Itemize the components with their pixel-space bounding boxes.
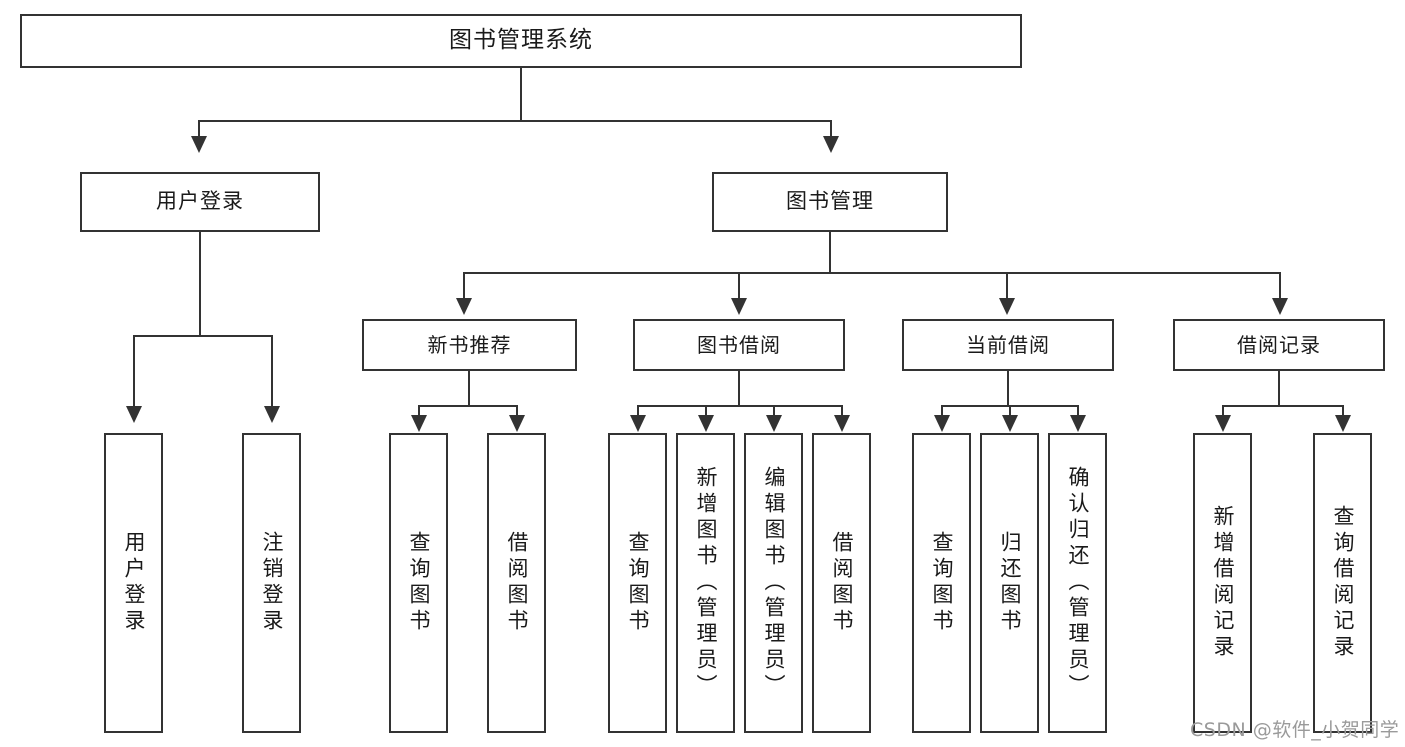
leaf-bb-edit-book-admin[interactable]: 编辑图书（管理员） xyxy=(744,433,803,733)
connector-drop-bb-2 xyxy=(705,405,707,417)
connector-br-stem xyxy=(1278,371,1280,405)
node-new-book-recommend[interactable]: 新书推荐 xyxy=(362,319,577,371)
node-label: 注销登录 xyxy=(260,531,284,635)
connector-drop-cb-3 xyxy=(1077,405,1079,417)
leaf-cb-query-book[interactable]: 查询图书 xyxy=(912,433,971,733)
connector-level3-bus xyxy=(463,272,1281,274)
connector-nbr-stem xyxy=(468,371,470,405)
arrowhead-bb-4 xyxy=(834,415,850,432)
connector-cb-stem xyxy=(1007,371,1009,405)
node-label: 当前借阅 xyxy=(966,333,1050,357)
node-borrow-record[interactable]: 借阅记录 xyxy=(1173,319,1385,371)
node-current-borrow[interactable]: 当前借阅 xyxy=(902,319,1114,371)
connector-drop-bb-1 xyxy=(637,405,639,417)
arrowhead-ul-1 xyxy=(126,406,142,423)
connector-drop-l3-2 xyxy=(738,272,740,300)
node-book-borrow[interactable]: 图书借阅 xyxy=(633,319,845,371)
arrowhead-l3-3 xyxy=(999,298,1015,315)
arrowhead-bb-3 xyxy=(766,415,782,432)
connector-drop-bb-3 xyxy=(773,405,775,417)
arrowhead-book-manage xyxy=(823,136,839,153)
connector-level2-bus xyxy=(198,120,832,122)
node-label: 查询借阅记录 xyxy=(1331,505,1355,661)
leaf-cb-confirm-return-admin[interactable]: 确认归还（管理员） xyxy=(1048,433,1107,733)
connector-drop-br-1 xyxy=(1222,405,1224,417)
connector-drop-cb-2 xyxy=(1009,405,1011,417)
connector-bb-stem xyxy=(738,371,740,405)
node-label: 图书管理 xyxy=(786,189,874,214)
connector-user-login-bus xyxy=(133,335,271,337)
node-label: 查询图书 xyxy=(407,531,431,635)
connector-drop-book-manage xyxy=(830,120,832,138)
connector-bb-bus xyxy=(637,405,841,407)
connector-drop-nbr-1 xyxy=(418,405,420,417)
node-label: 新书推荐 xyxy=(427,333,512,357)
connector-drop-l3-4 xyxy=(1279,272,1281,300)
arrowhead-cb-3 xyxy=(1070,415,1086,432)
arrowhead-ul-2 xyxy=(264,406,280,423)
connector-drop-nbr-2 xyxy=(516,405,518,417)
arrowhead-cb-2 xyxy=(1002,415,1018,432)
leaf-br-query-record[interactable]: 查询借阅记录 xyxy=(1313,433,1372,733)
node-label: 归还图书 xyxy=(998,531,1022,635)
leaf-bb-borrow-book[interactable]: 借阅图书 xyxy=(812,433,871,733)
leaf-br-add-record[interactable]: 新增借阅记录 xyxy=(1193,433,1252,733)
connector-drop-br-2 xyxy=(1342,405,1344,417)
leaf-cb-return-book[interactable]: 归还图书 xyxy=(980,433,1039,733)
connector-book-manage-stem xyxy=(829,232,831,272)
connector-user-login-stem xyxy=(199,232,201,335)
node-label: 图书借阅 xyxy=(697,333,781,357)
node-label: 新增图书（管理员） xyxy=(694,466,718,700)
node-label: 编辑图书（管理员） xyxy=(762,466,786,700)
node-label: 查询图书 xyxy=(626,531,650,635)
csdn-watermark: CSDN @软件_小贺同学 xyxy=(1190,719,1400,741)
arrowhead-l3-4 xyxy=(1272,298,1288,315)
arrowhead-nbr-2 xyxy=(509,415,525,432)
arrowhead-user-login xyxy=(191,136,207,153)
node-label: 借阅图书 xyxy=(505,531,529,635)
connector-drop-ul-1 xyxy=(133,335,135,408)
connector-drop-l3-3 xyxy=(1006,272,1008,300)
node-user-login[interactable]: 用户登录 xyxy=(80,172,320,232)
node-label: 查询图书 xyxy=(930,531,954,635)
arrowhead-l3-1 xyxy=(456,298,472,315)
node-book-management[interactable]: 图书管理 xyxy=(712,172,948,232)
leaf-user-login[interactable]: 用户登录 xyxy=(104,433,163,733)
arrowhead-br-1 xyxy=(1215,415,1231,432)
arrowhead-br-2 xyxy=(1335,415,1351,432)
leaf-logout[interactable]: 注销登录 xyxy=(242,433,301,733)
arrowhead-bb-2 xyxy=(698,415,714,432)
connector-drop-cb-1 xyxy=(941,405,943,417)
arrowhead-bb-1 xyxy=(630,415,646,432)
node-label: 新增借阅记录 xyxy=(1211,505,1235,661)
connector-drop-bb-4 xyxy=(841,405,843,417)
node-label: 用户登录 xyxy=(156,189,244,214)
connector-br-bus xyxy=(1222,405,1342,407)
arrowhead-cb-1 xyxy=(934,415,950,432)
node-label: 图书管理系统 xyxy=(449,27,593,54)
connector-root-stem xyxy=(520,68,522,120)
connector-drop-user-login xyxy=(198,120,200,138)
leaf-bb-add-book-admin[interactable]: 新增图书（管理员） xyxy=(676,433,735,733)
node-label: 确认归还（管理员） xyxy=(1066,466,1090,700)
connector-drop-l3-1 xyxy=(463,272,465,300)
node-label: 用户登录 xyxy=(122,531,146,635)
node-label: 借阅记录 xyxy=(1237,333,1321,357)
connector-drop-ul-2 xyxy=(271,335,273,408)
node-root-library-system[interactable]: 图书管理系统 xyxy=(20,14,1022,68)
leaf-nbr-borrow-book[interactable]: 借阅图书 xyxy=(487,433,546,733)
leaf-bb-query-book[interactable]: 查询图书 xyxy=(608,433,667,733)
node-label: 借阅图书 xyxy=(830,531,854,635)
leaf-nbr-query-book[interactable]: 查询图书 xyxy=(389,433,448,733)
arrowhead-l3-2 xyxy=(731,298,747,315)
connector-nbr-bus xyxy=(418,405,516,407)
arrowhead-nbr-1 xyxy=(411,415,427,432)
